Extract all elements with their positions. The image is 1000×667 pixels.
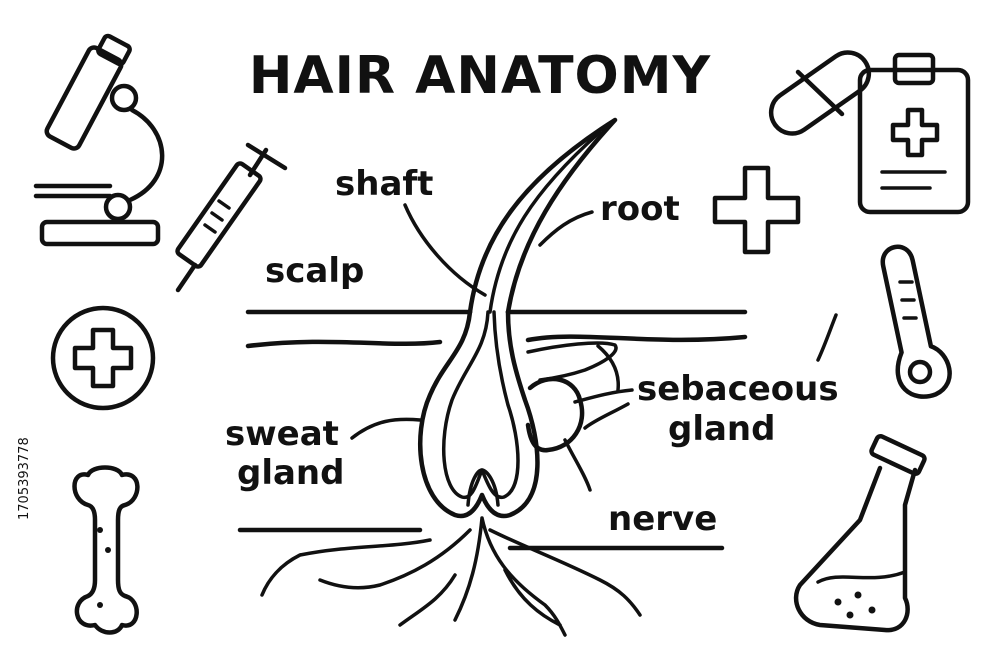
clipboard-icon [857,52,971,215]
sebaceous-leader-line [573,388,634,430]
hair-cross-section [237,117,838,637]
sweat-gland-leader-line [350,417,422,440]
arrector-muscle [526,341,618,382]
root-leader-line [538,210,594,247]
stock-id: 1705393778 [17,437,32,520]
hair-shaft [467,117,618,315]
hair-shaft-inner [488,130,602,314]
label-sebaceous-line1: sebaceous [637,369,839,409]
nerve-leader-line [563,438,592,492]
label-sweat-line1: sweat [225,414,339,454]
nerve-roots [260,516,642,637]
dermis-bottom-line [237,527,725,551]
label-root: root [600,189,680,229]
label-shaft: shaft [335,164,433,204]
bone-icon [72,465,140,635]
plus-icon [712,165,801,255]
syringe-icon [175,142,288,293]
label-sebaceous-line2: gland [668,409,775,449]
label-scalp: scalp [265,251,364,291]
shaft-leader-line [403,203,487,297]
label-nerve: nerve [608,499,717,539]
flask-icon [793,434,927,633]
circle-cross-icon [50,305,156,411]
skin-layer-line [245,334,748,349]
dermal-papilla [466,468,500,507]
diagram-title: HAIR ANATOMY [249,46,712,106]
hair-follicle-outer [418,309,540,519]
label-sweat-line2: gland [237,453,344,493]
pill-icon [768,50,872,136]
microscope-icon [33,33,165,247]
sebaceous-duct [596,344,620,392]
thermometer-icon [880,244,952,399]
extra-leader-line [816,313,838,362]
sebaceous-gland-shape [525,376,585,453]
